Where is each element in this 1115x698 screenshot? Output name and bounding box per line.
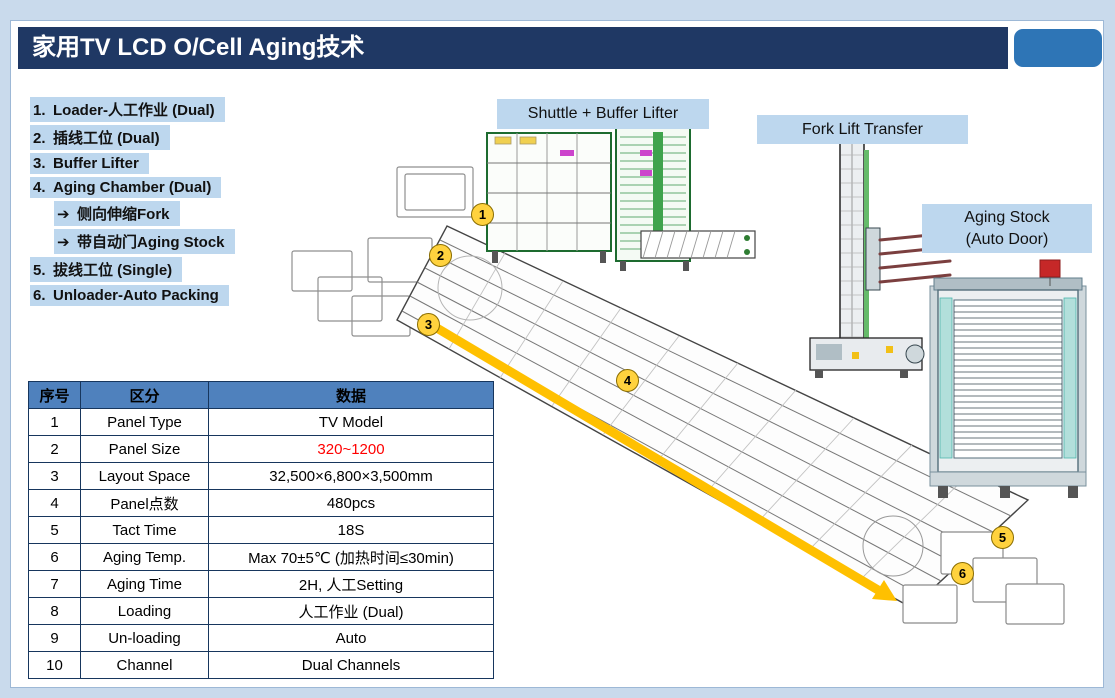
- spec-header-data: 数据: [208, 381, 494, 409]
- cell-no: 2: [28, 435, 81, 463]
- cell-category: Channel: [80, 651, 209, 679]
- legend-item-5: 5.拔线工位 (Single): [30, 257, 235, 282]
- table-row: 7 Aging Time 2H, 人工Setting: [28, 570, 494, 598]
- cell-no: 1: [28, 408, 81, 436]
- cell-no: 10: [28, 651, 81, 679]
- cell-category: Loading: [80, 597, 209, 625]
- table-row: 2 Panel Size 320~1200: [28, 435, 494, 463]
- fork-lift-transfer-drawing: [809, 133, 952, 378]
- spec-header-category: 区分: [80, 381, 209, 409]
- slide-title-bar: 家用TV LCD O/Cell Aging技术: [18, 27, 1008, 69]
- legend-item-1: 1.Loader-人工作业 (Dual): [30, 97, 235, 122]
- legend-item-2: 2.插线工位 (Dual): [30, 125, 235, 150]
- table-row: 1 Panel Type TV Model: [28, 408, 494, 436]
- unloader-panels-drawing: [902, 531, 1065, 625]
- shuttle-buffer-lifter-drawing: [486, 126, 756, 271]
- page-title: 家用TV LCD O/Cell Aging技术: [32, 34, 365, 61]
- cell-no: 4: [28, 489, 81, 517]
- step-marker-5: 5: [991, 526, 1014, 549]
- cell-category: Tact Time: [80, 516, 209, 544]
- legend-item-3: 3.Buffer Lifter: [30, 153, 235, 174]
- legend-item-6: 6.Unloader-Auto Packing: [30, 285, 235, 306]
- callout-aging-stock: Aging Stock (Auto Door): [922, 204, 1092, 253]
- spec-table-header-row: 序号 区分 数据: [28, 381, 494, 409]
- callout-fork-lift-transfer: Fork Lift Transfer: [757, 115, 968, 144]
- table-row: 9 Un-loading Auto: [28, 624, 494, 652]
- spec-table: 序号 区分 数据 1 Panel Type TV Model 2 Panel S…: [28, 381, 494, 679]
- process-legend: 1.Loader-人工作业 (Dual) 2.插线工位 (Dual) 3.Buf…: [30, 97, 235, 309]
- cell-category: Panel Type: [80, 408, 209, 436]
- table-row: 4 Panel点数 480pcs: [28, 489, 494, 517]
- cell-no: 5: [28, 516, 81, 544]
- cell-category: Layout Space: [80, 462, 209, 490]
- cell-category: Panel Size: [80, 435, 209, 463]
- cell-category: Panel点数: [80, 489, 209, 517]
- table-row: 3 Layout Space 32,500×6,800×3,500mm: [28, 462, 494, 490]
- table-row: 5 Tact Time 18S: [28, 516, 494, 544]
- step-marker-4: 4: [616, 369, 639, 392]
- cell-data: 2H, 人工Setting: [208, 570, 494, 598]
- cell-no: 6: [28, 543, 81, 571]
- step-marker-2: 2: [429, 244, 452, 267]
- cell-data: Dual Channels: [208, 651, 494, 679]
- table-row: 6 Aging Temp. Max 70±5℃ (加热时间≤30min): [28, 543, 494, 571]
- cell-data: Max 70±5℃ (加热时间≤30min): [208, 543, 494, 571]
- step-marker-6: 6: [951, 562, 974, 585]
- cell-data: TV Model: [208, 408, 494, 436]
- legend-subitem-fork: ➔侧向伸缩Fork: [54, 201, 235, 226]
- aging-stock-drawing: [929, 259, 1087, 498]
- cell-category: Aging Time: [80, 570, 209, 598]
- legend-subitem-aging-stock: ➔带自动门Aging Stock: [54, 229, 235, 254]
- cell-data: 480pcs: [208, 489, 494, 517]
- step-marker-3: 3: [417, 313, 440, 336]
- flow-arrow: [417, 314, 897, 601]
- callout-shuttle-buffer-lifter: Shuttle + Buffer Lifter: [497, 99, 709, 129]
- cell-data: Auto: [208, 624, 494, 652]
- step-marker-1: 1: [471, 203, 494, 226]
- legend-item-4: 4.Aging Chamber (Dual): [30, 177, 235, 198]
- spec-header-no: 序号: [28, 381, 81, 409]
- title-accent-shape: [1014, 29, 1102, 67]
- cell-no: 8: [28, 597, 81, 625]
- cell-data: 320~1200: [208, 435, 494, 463]
- cell-data: 人工作业 (Dual): [208, 597, 494, 625]
- cell-category: Un-loading: [80, 624, 209, 652]
- cell-no: 3: [28, 462, 81, 490]
- cell-no: 9: [28, 624, 81, 652]
- table-row: 8 Loading 人工作业 (Dual): [28, 597, 494, 625]
- table-row: 10 Channel Dual Channels: [28, 651, 494, 679]
- cell-data: 32,500×6,800×3,500mm: [208, 462, 494, 490]
- panel-outlines-drawing: [291, 166, 474, 337]
- cell-category: Aging Temp.: [80, 543, 209, 571]
- cell-data: 18S: [208, 516, 494, 544]
- cell-no: 7: [28, 570, 81, 598]
